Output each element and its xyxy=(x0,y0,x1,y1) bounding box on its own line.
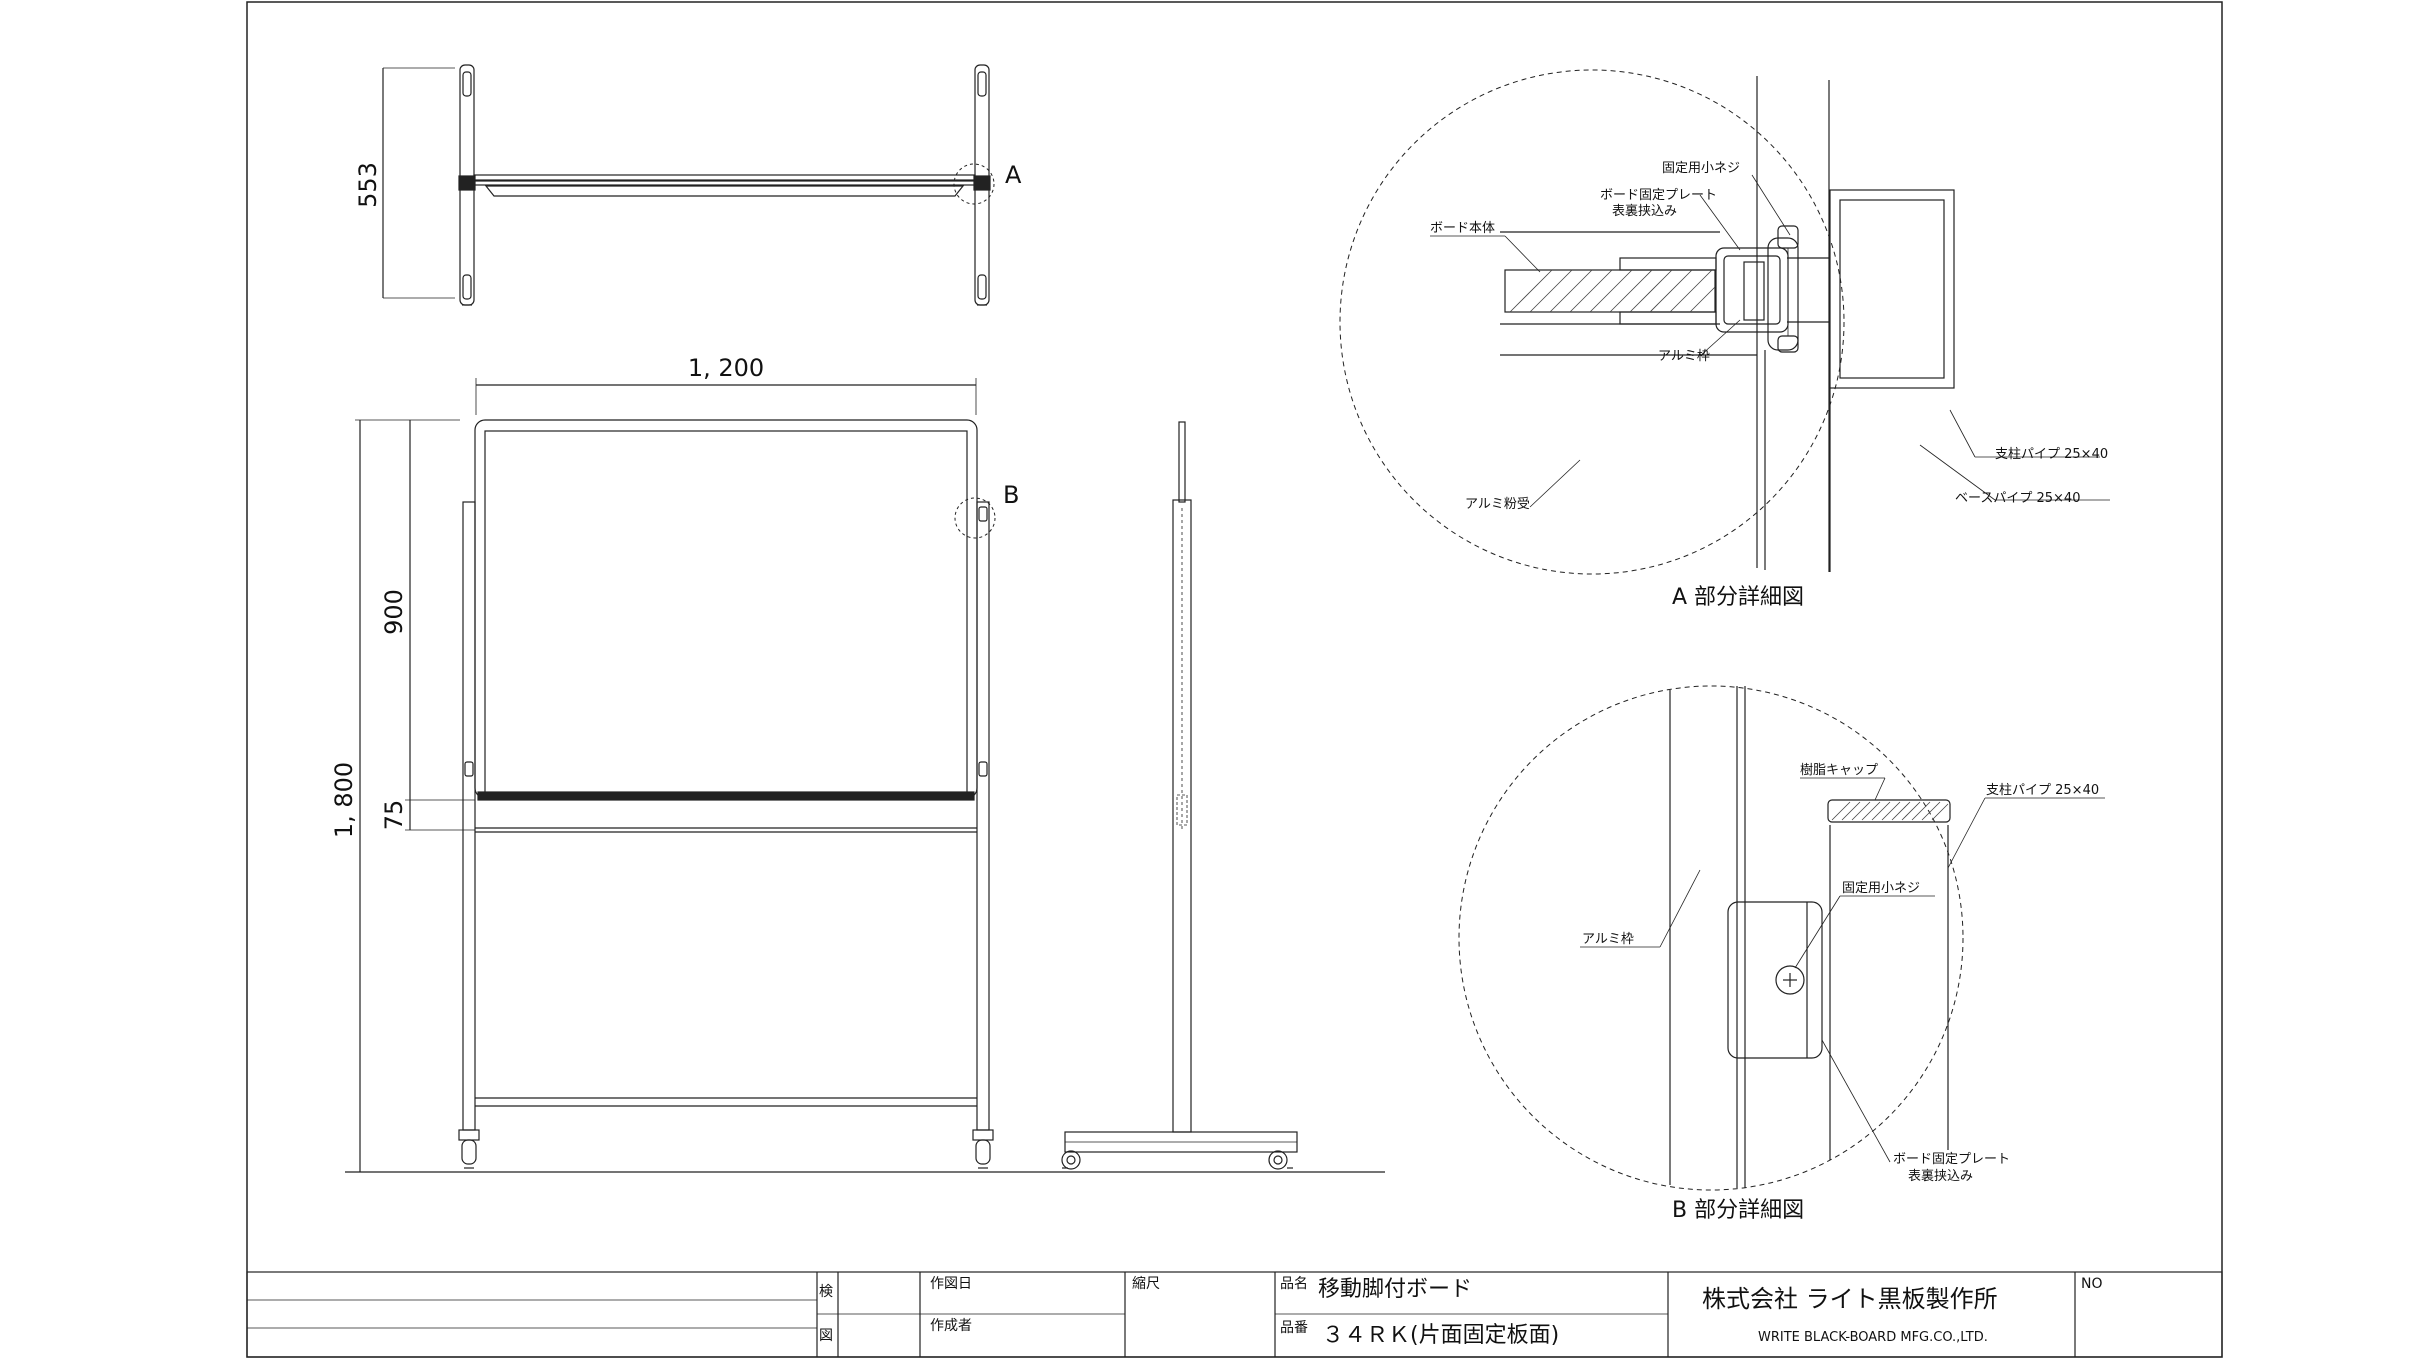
detail-b-label-plate-1: ボード固定プレート xyxy=(1893,1152,2010,1167)
tb-product-no-label: 品番 xyxy=(1280,1320,1308,1336)
tb-date-label: 作図日 xyxy=(930,1276,972,1292)
detail-b xyxy=(1458,685,2105,1191)
detail-b-label-pillar: 支柱パイプ 25×40 xyxy=(1986,783,2099,798)
tb-scale-label: 縮尺 xyxy=(1132,1276,1160,1292)
cap-hatching xyxy=(1831,801,1949,821)
tb-author-label: 作成者 xyxy=(930,1318,972,1334)
tb-product-name-label: 品名 xyxy=(1280,1276,1308,1292)
tb-company-en: WRITE BLACK-BOARD MFG.CO.,LTD. xyxy=(1758,1330,1988,1345)
tb-check-label-2: 図 xyxy=(819,1328,833,1344)
dim-height-total: 1, 800 xyxy=(330,762,358,838)
detail-b-label-screw: 固定用小ネジ xyxy=(1842,881,1920,896)
top-view xyxy=(382,64,995,306)
tb-product-no: ３４ＲＫ(片面固定板面) xyxy=(1322,1323,1559,1348)
callout-b-marker: B xyxy=(1003,481,1019,509)
detail-a-label-alu-tray: アルミ粉受 xyxy=(1465,497,1530,512)
title-block xyxy=(246,1271,2223,1358)
detail-a-title: A 部分詳細図 xyxy=(1672,585,1804,610)
board-hatching xyxy=(1509,269,1716,313)
tb-company-jp: 株式会社 ライト黒板製作所 xyxy=(1702,1285,1998,1313)
tb-product-name: 移動脚付ボード xyxy=(1318,1277,1472,1302)
detail-b-label-plate-2: 表裏挟込み xyxy=(1908,1169,1973,1184)
detail-b-label-cap: 樹脂キャップ xyxy=(1800,763,1878,778)
detail-b-label-alu-frame: アルミ枠 xyxy=(1582,932,1634,947)
detail-a-label-plate-1: ボード固定プレート xyxy=(1600,188,1717,203)
front-view xyxy=(345,378,1385,1173)
detail-a-label-alu-frame: アルミ枠 xyxy=(1658,349,1710,364)
dim-board-height: 900 xyxy=(380,589,408,635)
tb-no-label: NO xyxy=(2081,1276,2103,1292)
dim-width: 1, 200 xyxy=(688,354,764,382)
detail-a-screw-icon xyxy=(1777,225,1799,353)
tb-check-label-1: 検 xyxy=(819,1284,833,1300)
detail-b-title: B 部分詳細図 xyxy=(1672,1198,1804,1223)
dim-tray-offset: 75 xyxy=(380,800,408,831)
detail-a-label-board-body: ボード本体 xyxy=(1430,221,1495,236)
detail-a-label-screw: 固定用小ネジ xyxy=(1662,161,1740,176)
detail-a-label-pillar: 支柱パイプ 25×40 xyxy=(1995,447,2108,462)
dim-top-depth: 553 xyxy=(354,162,382,208)
side-view xyxy=(1061,421,1298,1170)
detail-a-label-plate-2: 表裏挟込み xyxy=(1612,204,1677,219)
detail-a-label-base-pipe: ベースパイプ 25×40 xyxy=(1955,491,2080,506)
callout-a-marker: A xyxy=(1005,161,1022,189)
